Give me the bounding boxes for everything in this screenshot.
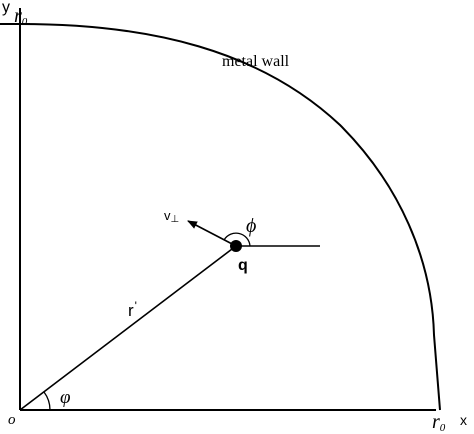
metal-wall-label: metal wall <box>222 53 290 70</box>
charge-dot <box>230 240 242 252</box>
position-vector <box>19 245 237 411</box>
position-label: r' <box>128 299 137 320</box>
charge-label: q <box>238 257 248 274</box>
velocity-arrow <box>187 220 237 247</box>
velocity-angle-label: ϕ <box>246 215 256 237</box>
metal-wall-arc <box>19 23 441 411</box>
velocity-label: v⊥ <box>164 208 179 225</box>
x-axis-label: x <box>460 412 467 428</box>
y-radius-label: r0 <box>14 5 28 28</box>
velocity-angle-arc <box>223 232 251 247</box>
origin-label: o <box>8 412 16 428</box>
position-angle-arc <box>43 391 51 411</box>
y-axis-label: y <box>2 0 10 16</box>
x-radius-label: r0 <box>432 411 446 434</box>
position-angle-label: φ <box>60 387 71 408</box>
